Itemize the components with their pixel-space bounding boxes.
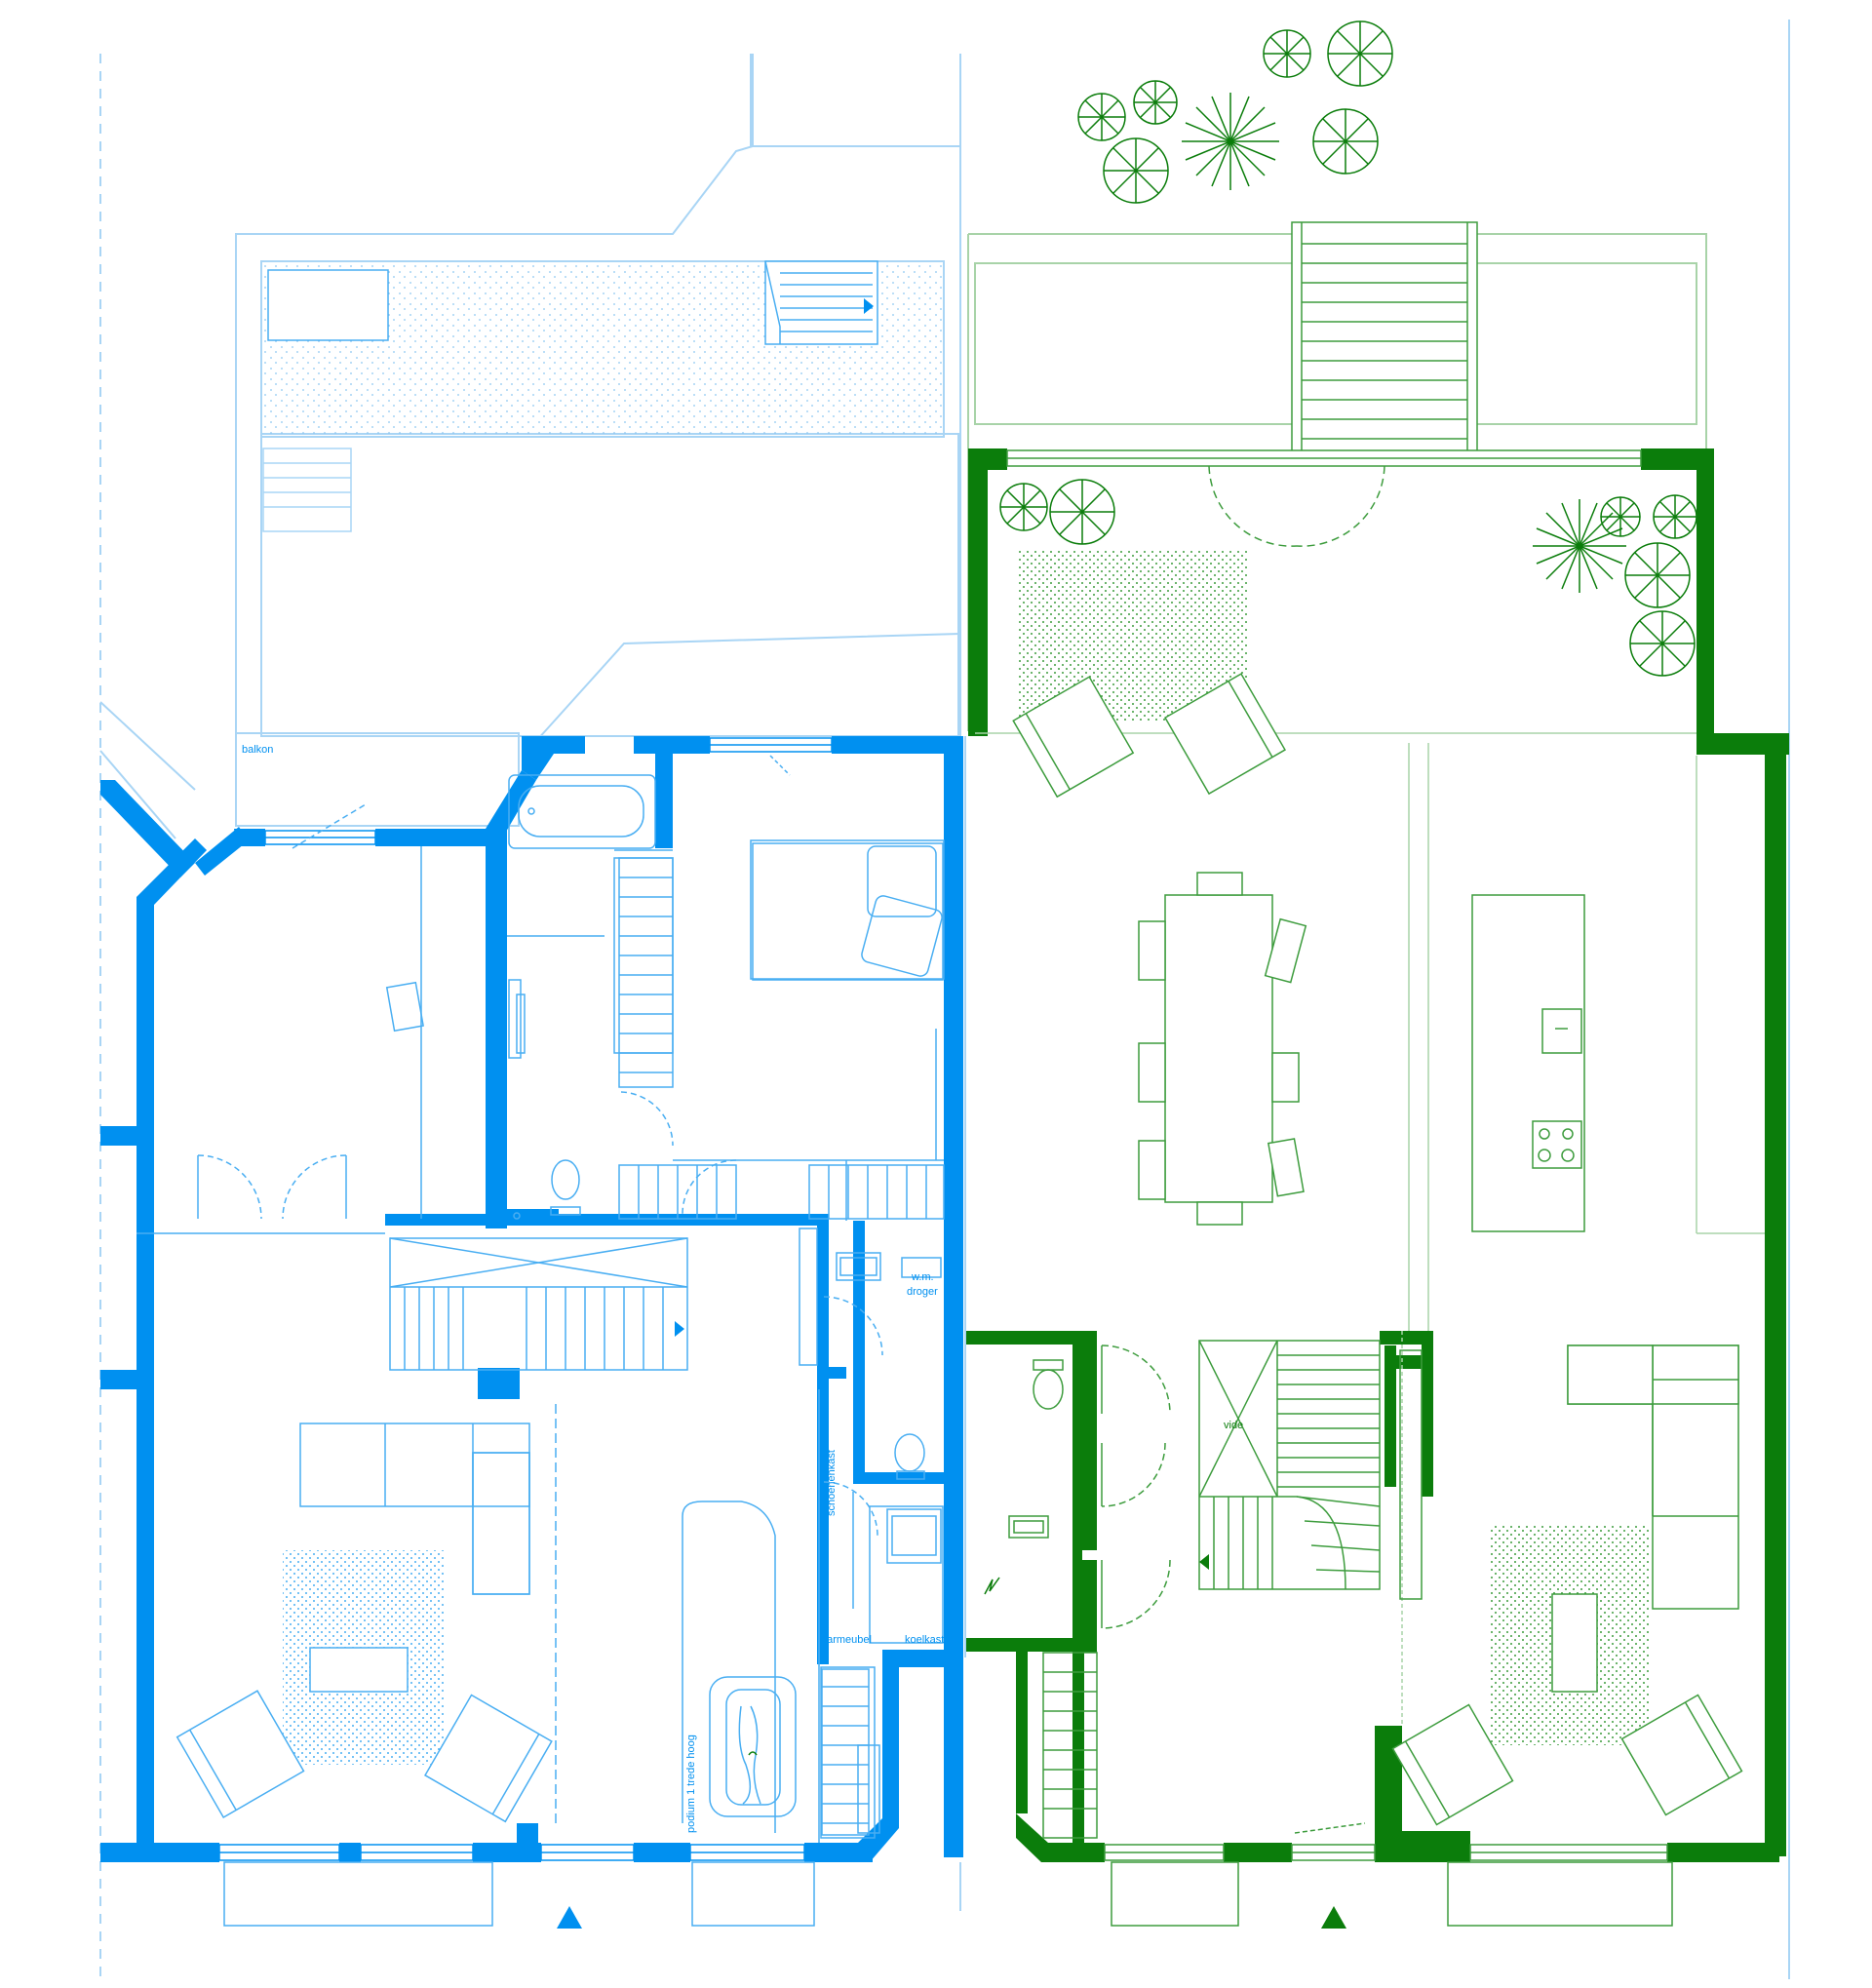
- label-podium: podium 1 trede hoog: [685, 1735, 697, 1833]
- left-entrance-arrow-icon: [557, 1906, 582, 1929]
- left-coffee-table: [309, 1647, 409, 1693]
- left-windows: [218, 737, 833, 1861]
- right-stair: [1198, 1340, 1423, 1600]
- right-unit: vide: [959, 19, 1790, 1979]
- label-schoenenkast: schoenenkast: [826, 1450, 838, 1516]
- left-accent-mark: [748, 1751, 758, 1756]
- left-stair-main: [389, 1237, 870, 1836]
- left-unit: balkon: [99, 54, 963, 1979]
- plant-icon: [1653, 494, 1697, 539]
- plant-icon: [999, 483, 1048, 531]
- label-barmeubel: barmeubel: [821, 1634, 872, 1646]
- left-walls: [100, 736, 963, 1862]
- left-bath: [508, 774, 942, 1480]
- left-stair-upper: [618, 857, 945, 1220]
- label-vide: vide: [1224, 1420, 1243, 1431]
- label-wm: w.m.: [911, 1271, 934, 1283]
- right-stair-down: [1042, 1652, 1098, 1839]
- left-terrace-slats: [262, 448, 352, 532]
- right-coffee-table: [1551, 1593, 1598, 1693]
- right-stair-arrow-icon: [1199, 1554, 1209, 1570]
- left-terrace-arrow-icon: [864, 298, 874, 314]
- right-kitchen-island: [1471, 894, 1585, 1232]
- right-terrace-chairs: [1012, 673, 1286, 799]
- left-doors: [197, 755, 883, 1537]
- plant-icon: [1327, 20, 1393, 87]
- left-kitchen-counter: [299, 1404, 557, 1823]
- left-planter: [267, 269, 389, 341]
- right-entrance-arrow-icon: [1321, 1906, 1346, 1929]
- right-armchairs: [1391, 1694, 1743, 1826]
- plant-icon: [1133, 80, 1178, 125]
- left-bay-windows: [223, 1861, 815, 1927]
- label-droger: droger: [907, 1286, 938, 1298]
- left-utility: [836, 1252, 942, 1834]
- label-koelkast: koelkast: [905, 1634, 944, 1646]
- left-armchairs: [176, 1690, 553, 1823]
- right-toilet: [984, 1359, 1064, 1595]
- label-balkon: balkon: [242, 744, 273, 756]
- right-dining: [1138, 872, 1307, 1226]
- right-windows: [1006, 449, 1668, 1861]
- plant-icon: [1263, 29, 1311, 78]
- left-podium: [682, 1501, 797, 1833]
- plant-icon: [1049, 479, 1115, 545]
- right-bay-windows: [1111, 1861, 1673, 1927]
- plant-icon: [1600, 496, 1641, 537]
- plant-icon: [1533, 499, 1626, 593]
- plant-icon: [1182, 93, 1279, 190]
- right-doors: [1101, 1345, 1366, 1834]
- left-stair-arrow-icon: [675, 1321, 684, 1337]
- left-bedroom: [385, 839, 945, 1160]
- plant-icon: [1629, 610, 1696, 677]
- right-walls: [965, 448, 1789, 1862]
- plant-icon: [1312, 108, 1379, 175]
- right-plants: [999, 20, 1697, 677]
- left-garden-outline: [99, 54, 961, 1979]
- right-partitions: [1401, 743, 1765, 1726]
- plant-icon: [1624, 542, 1691, 608]
- right-garden-steps: [1291, 221, 1478, 452]
- plant-icon: [1103, 137, 1169, 204]
- plant-icon: [1077, 93, 1126, 141]
- right-sofa: [1567, 1345, 1739, 1610]
- left-terrace-steps: [764, 260, 878, 345]
